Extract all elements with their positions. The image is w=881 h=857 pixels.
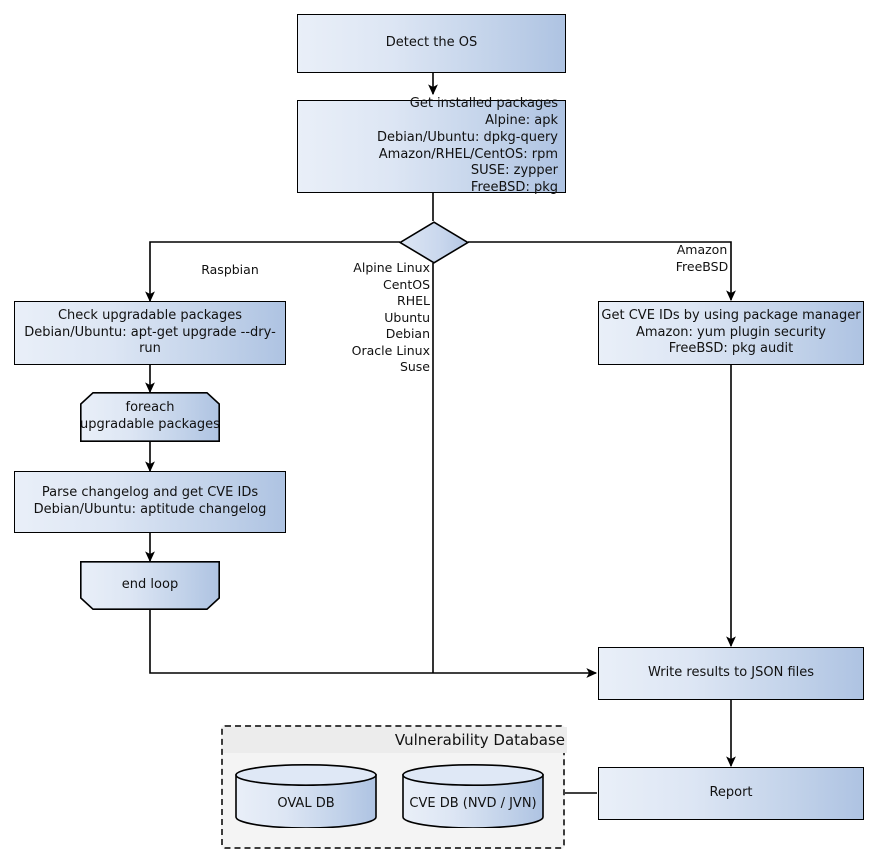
edge-label-os-list: Alpine Linux CentOS RHEL Ubuntu Debian O…: [351, 260, 430, 374]
node-check-upgradable-packages[interactable]: Check upgradable packages Debian/Ubuntu:…: [14, 301, 286, 365]
node-detect-os[interactable]: Detect the OS: [297, 14, 566, 73]
vulnerability-database-group-title: Vulnerability Database: [223, 727, 567, 753]
node-os-decision[interactable]: [399, 221, 469, 264]
node-parse-changelog[interactable]: Parse changelog and get CVE IDs Debian/U…: [14, 471, 286, 533]
node-foreach-upgradable-packages[interactable]: foreach upgradable packages: [80, 392, 220, 442]
node-end-loop[interactable]: end loop: [80, 561, 220, 610]
node-write-results[interactable]: Write results to JSON files: [598, 647, 864, 700]
edge-label-amazon-freebsd: Amazon FreeBSD: [675, 242, 729, 274]
node-cve-db[interactable]: CVE DB (NVD / JVN): [402, 764, 544, 828]
node-oval-db[interactable]: OVAL DB: [235, 764, 377, 828]
node-get-installed-packages[interactable]: Get installed packages Alpine: apk Debia…: [297, 96, 566, 195]
node-get-cve-ids[interactable]: Get CVE IDs by using package manager Ama…: [598, 301, 864, 365]
node-report[interactable]: Report: [598, 767, 864, 820]
edge-label-raspbian: Raspbian: [201, 262, 259, 277]
